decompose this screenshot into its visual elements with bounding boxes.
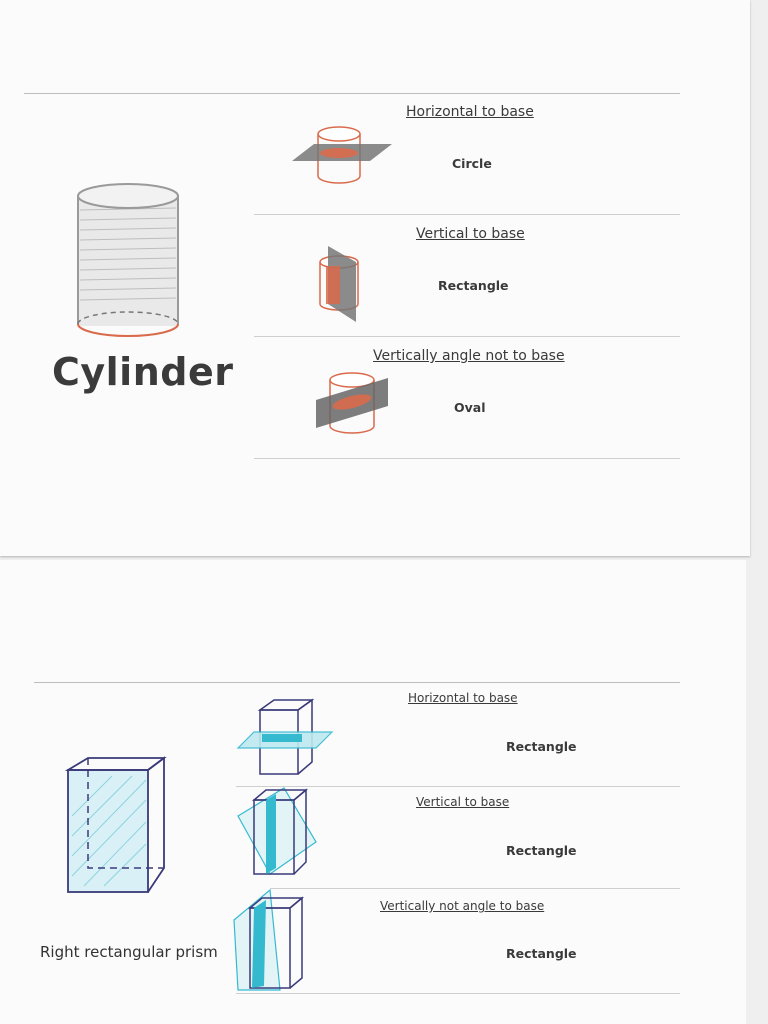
- prism-row-divider: [236, 786, 680, 787]
- cylinder-slice-2-result: Rectangle: [438, 278, 509, 293]
- cylinder-slice-1-result: Circle: [452, 156, 492, 171]
- prism-angled-slice-icon: [233, 888, 305, 991]
- cylinder-drawing: [77, 183, 179, 337]
- top-divider: [24, 93, 680, 94]
- cylinder-vertical-slice-icon: [319, 246, 359, 322]
- prism-row-divider: [236, 993, 680, 994]
- bottom-divider: [34, 682, 680, 683]
- prism-slice-3-heading: Vertically not angle to base: [380, 899, 545, 913]
- prism-vertical-slice-icon: [237, 787, 317, 875]
- cylinder-slice-1-heading: Horizontal to base: [406, 104, 534, 120]
- cylinder-slice-3-result: Oval: [454, 400, 486, 415]
- prism-slice-2-result: Rectangle: [506, 843, 577, 858]
- cylinder-row-divider: [254, 458, 680, 459]
- prism-slice-1-heading: Horizontal to base: [408, 691, 518, 705]
- prism-title: Right rectangular prism: [40, 943, 218, 961]
- prism-row-divider: [270, 888, 680, 889]
- cylinder-sheet: Cylinder Horizontal to base Circle Verti…: [0, 0, 750, 556]
- prism-horizontal-slice-icon: [236, 698, 334, 775]
- cylinder-angled-slice-icon: [316, 372, 388, 434]
- prism-sheet: Right rectangular prism Horizontal to ba…: [0, 560, 746, 1024]
- prism-slice-2-heading: Vertical to base: [416, 795, 510, 809]
- prism-slice-1-result: Rectangle: [506, 739, 577, 754]
- cylinder-row-divider: [254, 214, 680, 215]
- cylinder-slice-3-heading: Vertically angle not to base: [373, 348, 565, 364]
- prism-drawing: [64, 756, 167, 893]
- cylinder-title: Cylinder: [52, 350, 234, 394]
- cylinder-slice-2-heading: Vertical to base: [416, 226, 525, 242]
- prism-slice-3-result: Rectangle: [506, 946, 577, 961]
- cylinder-horizontal-slice-icon: [292, 126, 392, 184]
- cylinder-row-divider: [254, 336, 680, 337]
